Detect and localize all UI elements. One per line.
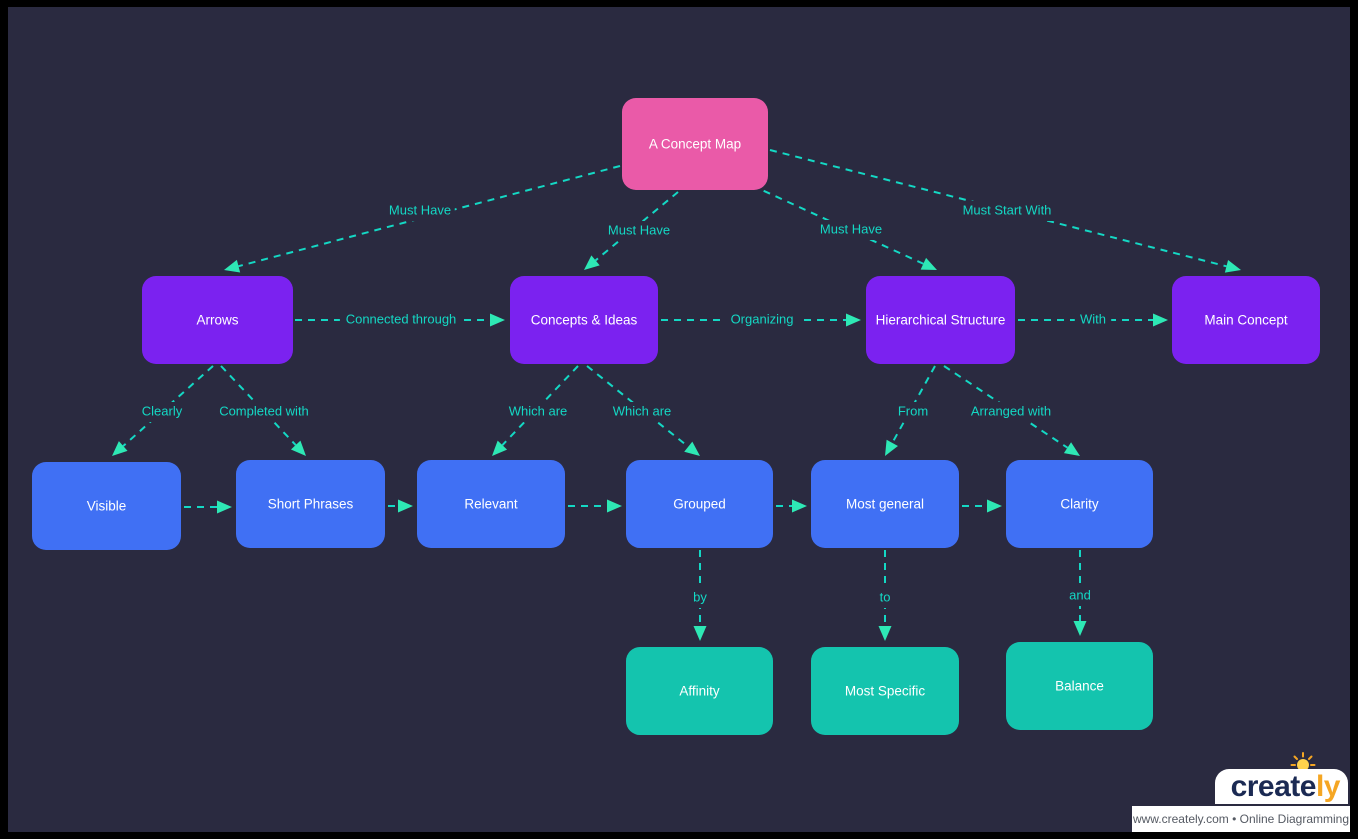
arrow-head-icon bbox=[792, 499, 807, 513]
edge-label-backdrop bbox=[952, 201, 1062, 221]
arrow-head-icon bbox=[987, 499, 1002, 513]
arrow-head-icon bbox=[224, 259, 241, 273]
arrow-head-icon bbox=[684, 441, 700, 456]
node-shape[interactable] bbox=[622, 98, 768, 190]
edge-label-backdrop bbox=[607, 402, 677, 422]
edge-label-backdrop bbox=[688, 588, 712, 608]
edge-label-backdrop bbox=[894, 402, 932, 422]
node-shape[interactable] bbox=[866, 276, 1015, 364]
node-clarity[interactable]: Clarity bbox=[1006, 460, 1153, 548]
node-shape[interactable] bbox=[417, 460, 565, 548]
edge-e8 bbox=[112, 365, 214, 456]
edge-e17 bbox=[776, 499, 807, 513]
node-shape[interactable] bbox=[32, 462, 181, 550]
edge-label-backdrop bbox=[604, 221, 674, 241]
arrow-head-icon bbox=[878, 626, 892, 641]
arrow-head-icon bbox=[492, 440, 508, 456]
node-concept-map[interactable]: A Concept Map bbox=[622, 98, 768, 190]
node-shape[interactable] bbox=[626, 460, 773, 548]
edge-label-backdrop bbox=[133, 402, 191, 422]
edge-label-backdrop bbox=[503, 402, 573, 422]
edge-e19 bbox=[693, 550, 707, 641]
creately-watermark[interactable]: creately www.creately.com • Online Diagr… bbox=[1132, 752, 1350, 832]
edge-label-backdrop bbox=[339, 310, 463, 330]
edges-layer bbox=[112, 149, 1241, 641]
node-shape[interactable] bbox=[510, 276, 658, 364]
arrow-head-icon bbox=[490, 313, 505, 327]
node-visible[interactable]: Visible bbox=[32, 462, 181, 550]
arrow-head-icon bbox=[920, 257, 937, 270]
node-grouped[interactable]: Grouped bbox=[626, 460, 773, 548]
edge-e20 bbox=[878, 550, 892, 641]
arrow-head-icon bbox=[398, 499, 413, 513]
edge-label-backdrop bbox=[212, 402, 316, 422]
edge-label-backdrop bbox=[963, 402, 1059, 422]
edge-label-backdrop bbox=[385, 201, 455, 221]
node-shape[interactable] bbox=[811, 647, 959, 735]
edge-e14 bbox=[184, 500, 232, 514]
watermark-tagline: www.creately.com • Online Diagramming bbox=[1132, 812, 1350, 826]
edge-e15 bbox=[388, 499, 413, 513]
arrow-head-icon bbox=[846, 313, 861, 327]
node-concepts-ideas[interactable]: Concepts & Ideas bbox=[510, 276, 658, 364]
arrow-head-icon bbox=[885, 439, 898, 456]
edge-e3 bbox=[739, 179, 937, 270]
node-shape[interactable] bbox=[1172, 276, 1320, 364]
logo-text-ly: ly bbox=[1315, 770, 1341, 803]
edge-e13 bbox=[943, 365, 1080, 456]
arrow-head-icon bbox=[290, 440, 306, 456]
node-shape[interactable] bbox=[236, 460, 385, 548]
arrow-head-icon bbox=[1224, 259, 1241, 273]
edge-label-backdrop bbox=[1074, 310, 1112, 330]
arrow-head-icon bbox=[1063, 442, 1080, 456]
node-shape[interactable] bbox=[142, 276, 293, 364]
node-most-specific[interactable]: Most Specific bbox=[811, 647, 959, 735]
edge-line bbox=[586, 365, 689, 448]
edge-label-backdrop bbox=[1065, 586, 1095, 606]
node-hierarchical-structure[interactable]: Hierarchical Structure bbox=[866, 276, 1015, 364]
node-shape[interactable] bbox=[811, 460, 959, 548]
creately-logo[interactable]: creately bbox=[1214, 769, 1348, 804]
arrow-head-icon bbox=[217, 500, 232, 514]
arrow-head-icon bbox=[1073, 621, 1087, 636]
edge-e21 bbox=[1073, 550, 1087, 636]
arrow-head-icon bbox=[1153, 313, 1168, 327]
edge-e16 bbox=[568, 499, 622, 513]
arrow-head-icon bbox=[112, 441, 128, 456]
arrow-head-icon bbox=[607, 499, 622, 513]
edge-e18 bbox=[962, 499, 1002, 513]
arrow-head-icon bbox=[584, 255, 600, 270]
node-relevant[interactable]: Relevant bbox=[417, 460, 565, 548]
logo-text-create: create bbox=[1230, 770, 1317, 803]
edge-e11 bbox=[586, 365, 700, 456]
edge-label-backdrop bbox=[873, 588, 897, 608]
node-arrows[interactable]: Arrows bbox=[142, 276, 293, 364]
node-balance[interactable]: Balance bbox=[1006, 642, 1153, 730]
node-most-general[interactable]: Most general bbox=[811, 460, 959, 548]
arrow-head-icon bbox=[693, 626, 707, 641]
edge-label-backdrop bbox=[724, 310, 800, 330]
edge-label-backdrop bbox=[816, 220, 886, 240]
node-shape[interactable] bbox=[626, 647, 773, 735]
node-affinity[interactable]: Affinity bbox=[626, 647, 773, 735]
node-shape[interactable] bbox=[1006, 460, 1153, 548]
edge-line bbox=[943, 365, 1069, 449]
node-shape[interactable] bbox=[1006, 642, 1153, 730]
node-main-concept[interactable]: Main Concept bbox=[1172, 276, 1320, 364]
node-short-phrases[interactable]: Short Phrases bbox=[236, 460, 385, 548]
watermark-tagline-bar: www.creately.com • Online Diagramming bbox=[1132, 806, 1350, 832]
